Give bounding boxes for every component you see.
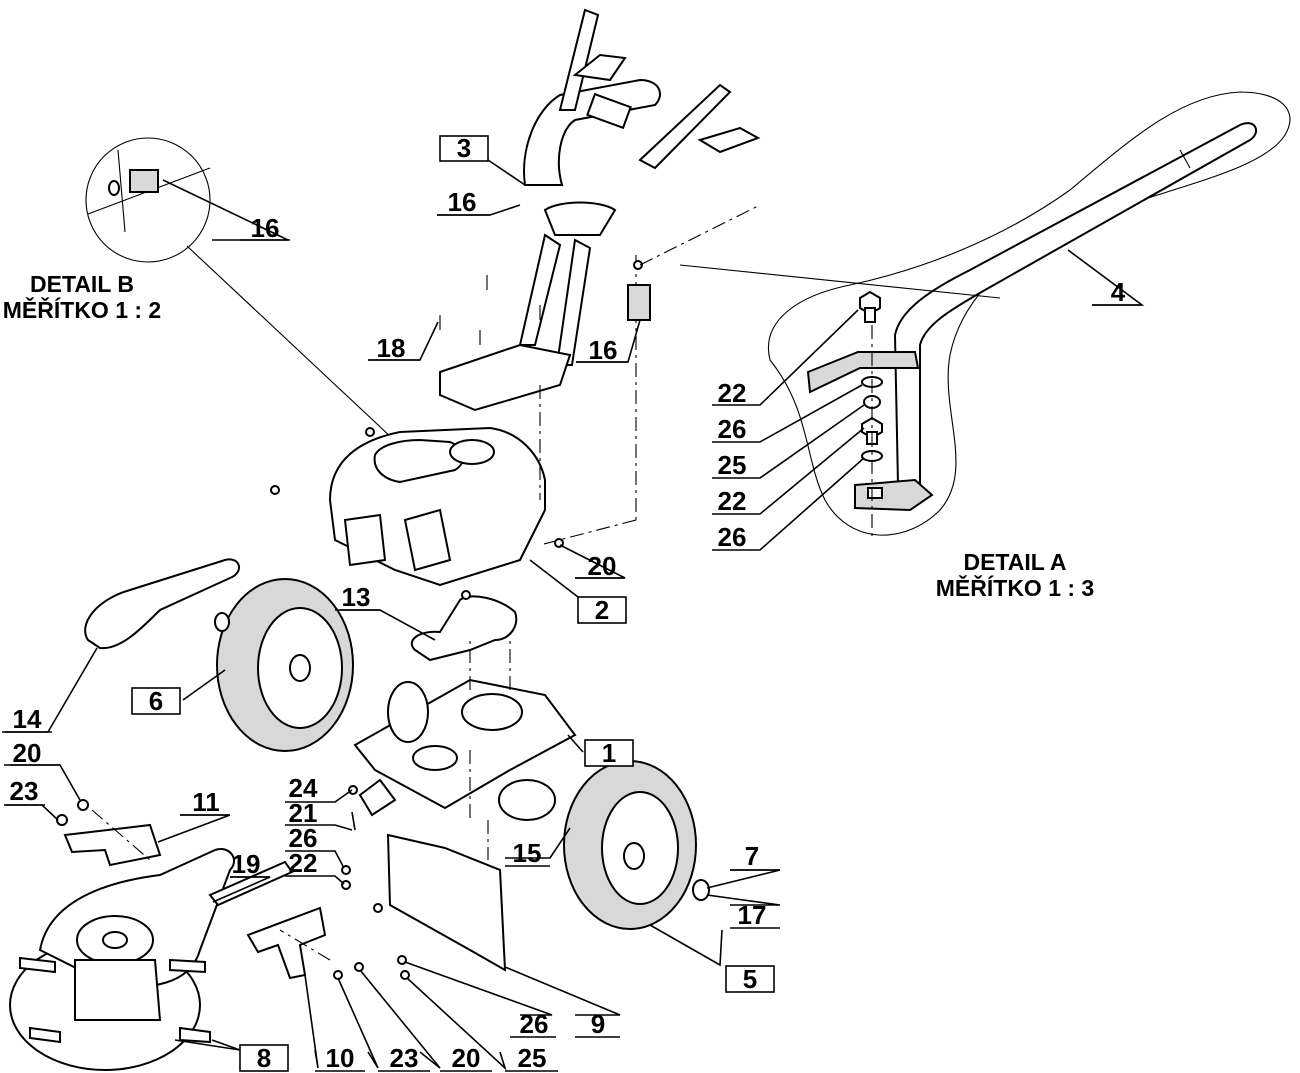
shield-9 — [386, 833, 507, 972]
callout-label: 4 — [1111, 277, 1126, 307]
callouts: 3 16 16 4 18 16 22 26 25 22 26 20 2 13 6… — [10, 133, 1126, 1073]
callout-label: 10 — [326, 1043, 355, 1073]
belt-13 — [410, 595, 518, 662]
callout-label: 19 — [232, 849, 261, 879]
clip-16-detail — [129, 169, 159, 193]
wheel-right — [563, 760, 710, 930]
callout-label: 18 — [377, 333, 406, 363]
belt-14 — [84, 558, 240, 650]
callout-label: 23 — [10, 776, 39, 806]
callout-label: 5 — [743, 964, 757, 994]
detail-b-view — [85, 137, 393, 439]
detail-a-view — [767, 91, 1291, 540]
detail-a-scale: MĚŘÍTKO 1 : 3 — [936, 574, 1094, 601]
chassis — [353, 678, 577, 860]
callout-label: 6 — [149, 686, 163, 716]
callout-label: 17 — [738, 900, 767, 930]
callout-label: 11 — [192, 787, 220, 817]
callout-label: 16 — [448, 187, 477, 217]
callout-label: 15 — [513, 838, 542, 868]
callout-label: 25 — [718, 450, 747, 480]
callout-label: 26 — [718, 522, 747, 552]
callout-label: 22 — [289, 848, 318, 878]
detail-b-scale: MĚŘÍTKO 1 : 2 — [3, 296, 161, 323]
callout-label: 24 — [289, 773, 318, 803]
bracket-11 — [63, 823, 162, 867]
callout-label: 23 — [390, 1043, 419, 1073]
callout-label: 1 — [602, 738, 616, 768]
callout-label: 7 — [745, 841, 759, 871]
callout-label: 20 — [588, 551, 617, 581]
callout-label: 2 — [595, 595, 609, 625]
callout-label: 16 — [589, 335, 618, 365]
bracket-10 — [246, 906, 327, 980]
handlebar-assembly — [439, 8, 761, 412]
callout-label: 22 — [718, 378, 747, 408]
callout-label: 14 — [13, 704, 42, 734]
callout-label: 8 — [257, 1043, 271, 1073]
callout-label: 26 — [520, 1009, 549, 1039]
callout-label: 13 — [342, 582, 371, 612]
callout-label: 20 — [13, 738, 42, 768]
engine — [328, 255, 637, 587]
mower-deck — [9, 848, 294, 1071]
wheel-left — [214, 578, 354, 752]
callout-label: 26 — [289, 823, 318, 853]
callout-label: 21 — [289, 798, 318, 828]
detail-b-title: DETAIL B — [30, 271, 134, 297]
callout-label: 3 — [457, 133, 471, 163]
callout-label: 22 — [718, 486, 747, 516]
callout-label: 26 — [718, 414, 747, 444]
callout-underlines — [2, 214, 1142, 1072]
callout-label: 25 — [518, 1043, 547, 1073]
callout-label: 16 — [251, 213, 280, 243]
callout-label: 20 — [452, 1043, 481, 1073]
detail-a-title: DETAIL A — [963, 549, 1066, 575]
bolt-22-upper — [859, 290, 881, 323]
callout-label: 9 — [591, 1009, 605, 1039]
